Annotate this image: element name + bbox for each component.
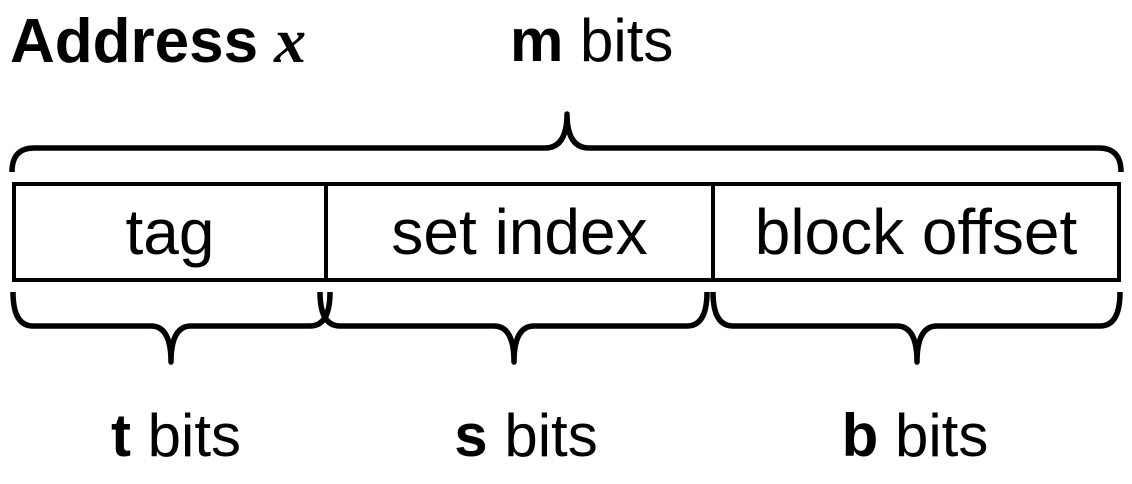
field-label-set-index: set index bbox=[391, 196, 648, 268]
field-cell-tag: tag bbox=[16, 186, 324, 278]
b-bits-label: b bits bbox=[842, 406, 989, 466]
b-bits-symbol: b bbox=[841, 402, 879, 469]
t-bits-symbol: t bbox=[110, 402, 131, 469]
s-bits-label: s bits bbox=[454, 406, 597, 466]
m-bits-symbol: m bbox=[510, 7, 564, 74]
title-label: Address bbox=[10, 7, 259, 76]
m-bits-label: m bits bbox=[510, 11, 673, 71]
s-bits-symbol: s bbox=[454, 402, 488, 469]
m-bits-suffix: bits bbox=[563, 7, 674, 74]
b-bits-brace-icon bbox=[710, 291, 1123, 365]
field-cell-block-offset: block offset bbox=[711, 186, 1117, 278]
s-bits-suffix: bits bbox=[487, 402, 598, 469]
m-bits-brace-icon bbox=[9, 111, 1124, 173]
b-bits-suffix: bits bbox=[878, 402, 989, 469]
title-variable: x bbox=[274, 5, 307, 76]
t-bits-label: t bits bbox=[111, 406, 241, 466]
t-bits-suffix: bits bbox=[130, 402, 242, 469]
field-label-block-offset: block offset bbox=[754, 196, 1078, 268]
address-box: tag set index block offset bbox=[12, 182, 1121, 282]
t-bits-brace-icon bbox=[10, 291, 333, 365]
field-cell-set-index: set index bbox=[324, 186, 711, 278]
field-label-tag: tag bbox=[125, 196, 215, 268]
s-bits-brace-icon bbox=[317, 291, 710, 365]
